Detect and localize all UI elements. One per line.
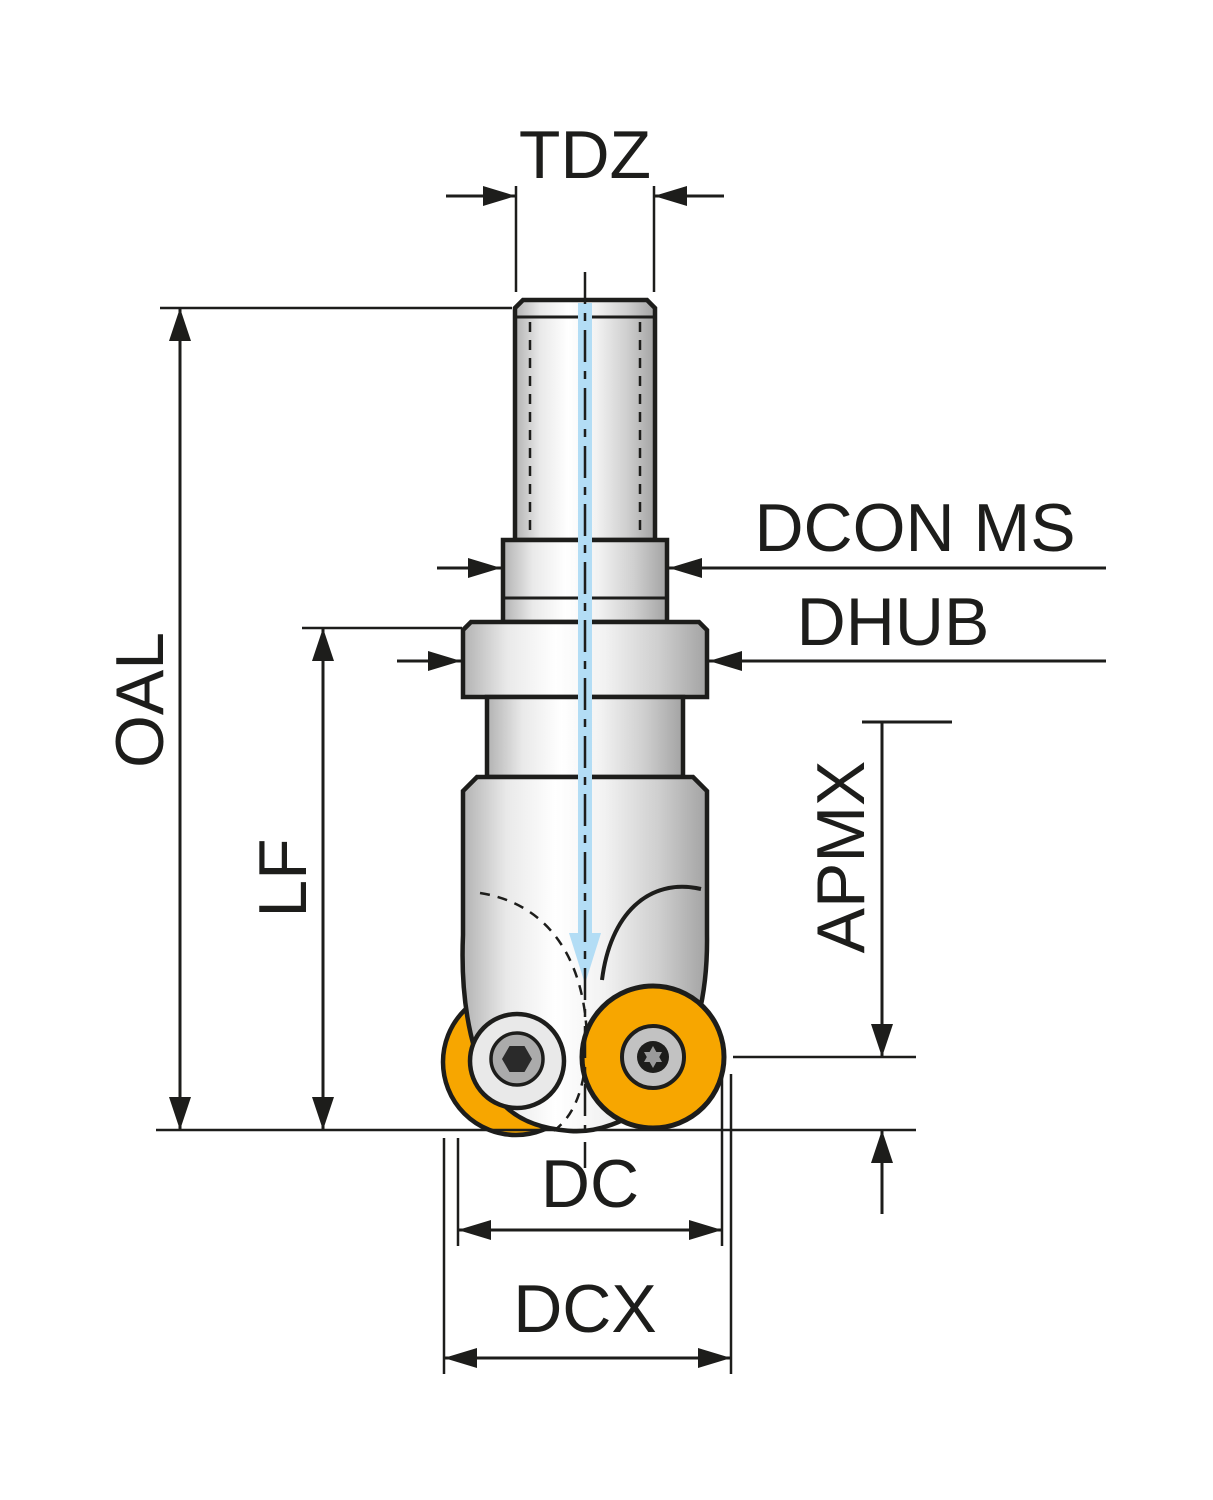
arrow-icon	[871, 1024, 893, 1057]
dim-oal: OAL	[102, 306, 512, 1130]
hidden-insert-contour	[551, 1039, 589, 1134]
dim-tdz: TDZ	[446, 117, 724, 292]
dim-dc: DC	[456, 1074, 724, 1246]
tool-drawing	[440, 272, 727, 1168]
arrow-icon	[458, 1220, 491, 1240]
label-dc: DC	[541, 1146, 639, 1222]
right-insert	[579, 983, 727, 1131]
label-oal: OAL	[102, 632, 178, 768]
label-dcx: DCX	[513, 1271, 657, 1347]
left-insert	[467, 1011, 567, 1111]
label-lf: LF	[245, 838, 321, 917]
arrow-icon	[669, 558, 702, 578]
torx-star-icon	[644, 1052, 662, 1068]
arrow-icon	[169, 308, 191, 341]
label-dhub: DHUB	[797, 584, 990, 660]
arrow-icon	[468, 558, 501, 578]
arrow-icon	[444, 1348, 477, 1368]
label-tdz: TDZ	[519, 117, 651, 193]
arrow-icon	[312, 628, 334, 661]
arrow-icon	[312, 1097, 334, 1130]
dim-dhub: DHUB	[397, 584, 1106, 671]
arrow-icon	[689, 1220, 722, 1240]
dim-apmx: APMX	[733, 720, 952, 1214]
label-apmx: APMX	[803, 761, 879, 954]
dim-dcx: DCX	[442, 1074, 733, 1374]
arrow-icon	[428, 651, 461, 671]
label-dcon-ms: DCON MS	[754, 490, 1075, 566]
arrow-icon	[483, 186, 516, 206]
dim-dcon-ms: DCON MS	[437, 490, 1106, 578]
arrow-icon	[169, 1097, 191, 1130]
arrow-icon	[871, 1130, 893, 1163]
arrow-icon	[698, 1348, 731, 1368]
hex-socket-icon	[502, 1046, 532, 1072]
arrow-icon	[654, 186, 687, 206]
arrow-icon	[709, 651, 742, 671]
dim-lf: LF	[245, 626, 462, 1130]
insert-pocket-line	[600, 884, 702, 981]
